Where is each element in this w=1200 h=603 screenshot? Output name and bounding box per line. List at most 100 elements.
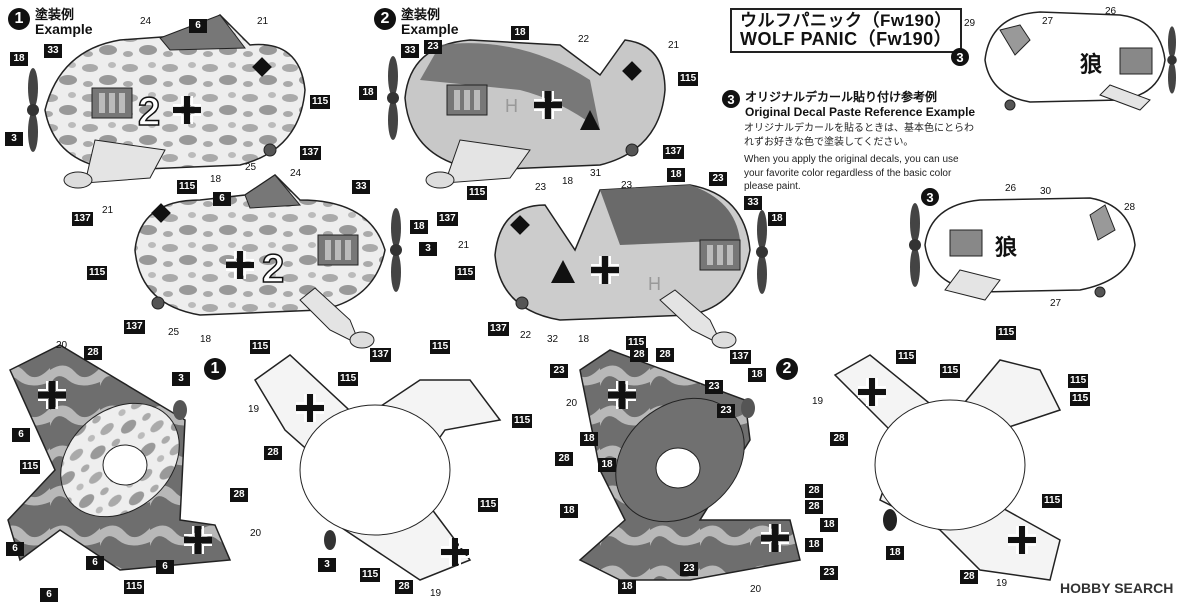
- part-callout: 6: [40, 588, 58, 602]
- part-callout: 18: [200, 334, 212, 345]
- part-callout: 19: [248, 404, 260, 415]
- part-callout: 29: [964, 18, 976, 29]
- part-callout: 137: [437, 212, 458, 226]
- part-callout: 20: [250, 528, 262, 539]
- part-callout: 27: [1050, 298, 1062, 309]
- side-view-ref-right: 狼: [909, 197, 1136, 301]
- part-callout: 18: [618, 580, 636, 594]
- part-callout: 6: [189, 19, 207, 33]
- part-callout: 21: [668, 40, 680, 51]
- part-callout: 19: [996, 578, 1008, 589]
- wolf-kanji: 狼: [1080, 52, 1102, 77]
- part-callout: 24: [140, 16, 152, 27]
- example-label-en: Example: [35, 20, 93, 37]
- part-callout: 30: [1040, 186, 1052, 197]
- part-callout: 3: [419, 242, 437, 256]
- part-callout: 24: [290, 168, 302, 179]
- top-view-ex2-upper: [578, 349, 801, 581]
- part-callout: 33: [744, 196, 762, 210]
- part-callout: 137: [488, 322, 509, 336]
- part-callout: 115: [124, 580, 145, 594]
- part-callout: 115: [1070, 392, 1091, 406]
- side-view-ex1-right: 2: [134, 174, 402, 349]
- part-callout: 28: [830, 432, 848, 446]
- example-2-header: 2 塗装例 Example: [374, 8, 459, 36]
- part-callout: 3: [5, 132, 23, 146]
- part-callout: 18: [560, 504, 578, 518]
- part-callout: 18: [580, 432, 598, 446]
- part-callout: 115: [338, 372, 359, 386]
- part-callout: 115: [678, 72, 699, 86]
- part-callout: 19: [812, 396, 824, 407]
- part-callout: 115: [455, 266, 476, 280]
- part-callout: 23: [820, 566, 838, 580]
- example-label-jp: 塗装例: [401, 7, 441, 22]
- part-callout: 115: [87, 266, 108, 280]
- part-callout: 20: [750, 584, 762, 595]
- part-callout: 23: [621, 180, 633, 191]
- part-callout: 28: [805, 500, 823, 514]
- part-callout: 32: [547, 334, 559, 345]
- part-callout: 23: [717, 404, 735, 418]
- part-callout: 27: [1042, 16, 1054, 27]
- part-callout: 33: [401, 44, 419, 58]
- part-callout: 28: [555, 452, 573, 466]
- product-title: ウルフパニック（Fw190） WOLF PANIC（Fw190）: [730, 8, 963, 53]
- top-view-ex1-upper: [7, 344, 232, 571]
- part-callout: 18: [768, 212, 786, 226]
- part-callout: 28: [395, 580, 413, 594]
- wolf-kanji: 狼: [995, 235, 1017, 260]
- part-callout: 137: [663, 145, 684, 159]
- svg-text:2: 2: [138, 90, 160, 134]
- svg-text:2: 2: [262, 247, 284, 291]
- example-number: 2: [374, 8, 396, 30]
- part-callout: 19: [430, 588, 442, 599]
- part-callout: 25: [245, 162, 257, 173]
- part-callout: 18: [598, 458, 616, 472]
- part-callout: 115: [250, 340, 271, 354]
- example-number: 1: [8, 8, 30, 30]
- part-callout: 115: [1042, 494, 1063, 508]
- part-callout: 18: [667, 168, 685, 182]
- part-callout: 22: [578, 34, 590, 45]
- part-callout: 28: [656, 348, 674, 362]
- example-1-header: 1 塗装例 Example: [8, 8, 93, 36]
- part-callout: 18: [886, 546, 904, 560]
- reference-note: オリジナルデカールを貼るときは、基本色にとらわれずお好きな色で塗装してください。…: [744, 122, 974, 194]
- part-callout: 18: [820, 518, 838, 532]
- part-callout: 33: [352, 180, 370, 194]
- reference-note-jp: オリジナルデカールを貼るときは、基本色にとらわれずお好きな色で塗装してください。: [744, 123, 974, 148]
- bottom-example-marker-1: 1: [204, 358, 226, 380]
- part-callout: 115: [360, 568, 381, 582]
- part-callout: 31: [590, 168, 602, 179]
- part-callout: 115: [478, 498, 499, 512]
- reference-note-en: When you apply the original decals, you …: [744, 154, 959, 192]
- part-callout: 115: [896, 350, 917, 364]
- watermark: HOBBY SEARCH: [1060, 580, 1174, 596]
- part-callout: 115: [310, 95, 331, 109]
- part-callout: 23: [705, 380, 723, 394]
- side-view-ex1-left: 2: [27, 14, 306, 189]
- part-callout: 20: [56, 340, 68, 351]
- part-callout: 18: [511, 26, 529, 40]
- part-callout: 18: [10, 52, 28, 66]
- part-callout: 115: [512, 414, 533, 428]
- reference-marker-top: 3: [951, 48, 969, 66]
- part-callout: 23: [550, 364, 568, 378]
- part-callout: 26: [1005, 183, 1017, 194]
- part-callout: 115: [20, 460, 41, 474]
- part-callout: 6: [213, 192, 231, 206]
- part-callout: 18: [805, 538, 823, 552]
- part-callout: 25: [168, 327, 180, 338]
- part-callout: 28: [230, 488, 248, 502]
- top-view-ex2-lower: [833, 354, 1062, 581]
- part-callout: 6: [156, 560, 174, 574]
- part-callout: 6: [6, 542, 24, 556]
- part-callout: 18: [359, 86, 377, 100]
- part-callout: 21: [458, 240, 470, 251]
- part-callout: 18: [562, 176, 574, 187]
- part-callout: 3: [172, 372, 190, 386]
- reference-heading-en: Original Decal Paste Reference Example: [745, 105, 976, 119]
- side-view-ex2-left: H: [387, 39, 666, 189]
